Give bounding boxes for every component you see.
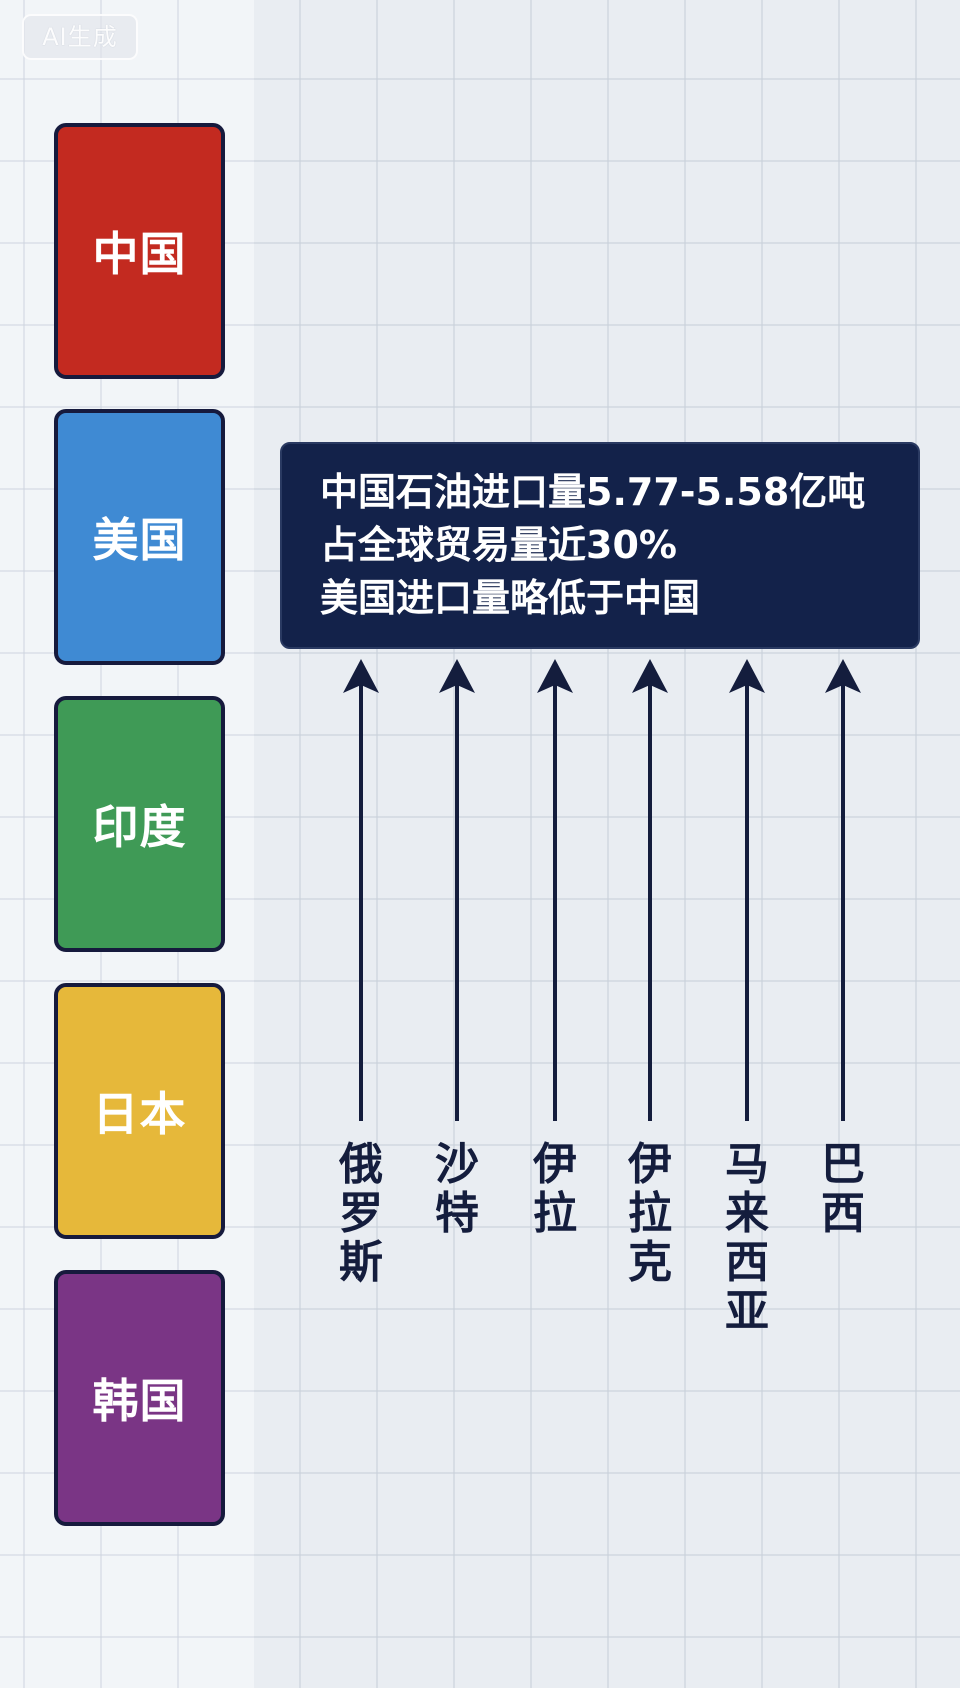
label-char: 斯 — [339, 1237, 383, 1288]
arrow-up-icon — [341, 659, 381, 1121]
arrow-up-icon — [630, 659, 670, 1121]
importer-card-japan: 日本 — [54, 983, 225, 1239]
label-char: 西 — [725, 1237, 769, 1288]
label-char: 伊 — [628, 1139, 672, 1190]
source-label-iran: 伊 拉 — [525, 1140, 585, 1238]
importer-card-usa: 美国 — [54, 409, 225, 665]
importer-label: 韩国 — [92, 1374, 187, 1428]
arrow-up-icon — [727, 659, 767, 1121]
label-char: 克 — [628, 1237, 672, 1288]
importer-label: 中国 — [92, 227, 187, 281]
label-char: 俄 — [339, 1139, 383, 1190]
info-box: 中国石油进口量5.77-5.58亿吨 占全球贸易量近30% 美国进口量略低于中国 — [280, 442, 920, 649]
label-char: 罗 — [339, 1188, 383, 1239]
label-char: 拉 — [628, 1188, 672, 1239]
importer-card-india: 印度 — [54, 696, 225, 952]
label-char: 沙 — [435, 1139, 479, 1190]
label-char: 亚 — [725, 1286, 769, 1337]
importer-label: 印度 — [92, 800, 187, 854]
label-char: 巴 — [821, 1139, 865, 1190]
label-char: 特 — [435, 1188, 479, 1239]
info-line-us-comparison: 美国进口量略低于中国 — [320, 576, 701, 620]
label-char: 马 — [725, 1139, 769, 1190]
importer-label: 日本 — [92, 1087, 187, 1141]
label-char: 来 — [725, 1188, 769, 1239]
importer-card-korea: 韩国 — [54, 1270, 225, 1526]
arrow-up-icon — [535, 659, 575, 1121]
source-label-saudi: 沙 特 — [427, 1140, 487, 1238]
importer-card-china: 中国 — [54, 123, 225, 379]
arrow-up-icon — [823, 659, 863, 1121]
label-char: 拉 — [533, 1188, 577, 1239]
source-label-iraq: 伊 拉 克 — [620, 1140, 680, 1287]
source-label-brazil: 巴 西 — [813, 1140, 873, 1238]
info-line-global-share: 占全球贸易量近30% — [320, 523, 677, 567]
label-char: 西 — [821, 1188, 865, 1239]
source-label-malaysia: 马 来 西 亚 — [717, 1140, 777, 1336]
importer-label: 美国 — [92, 513, 187, 567]
info-line-import-volume: 中国石油进口量5.77-5.58亿吨 — [320, 470, 866, 514]
source-label-russia: 俄 罗 斯 — [331, 1140, 391, 1287]
arrow-up-icon — [437, 659, 477, 1121]
ai-generated-badge: AI生成 — [22, 14, 138, 60]
label-char: 伊 — [533, 1139, 577, 1190]
